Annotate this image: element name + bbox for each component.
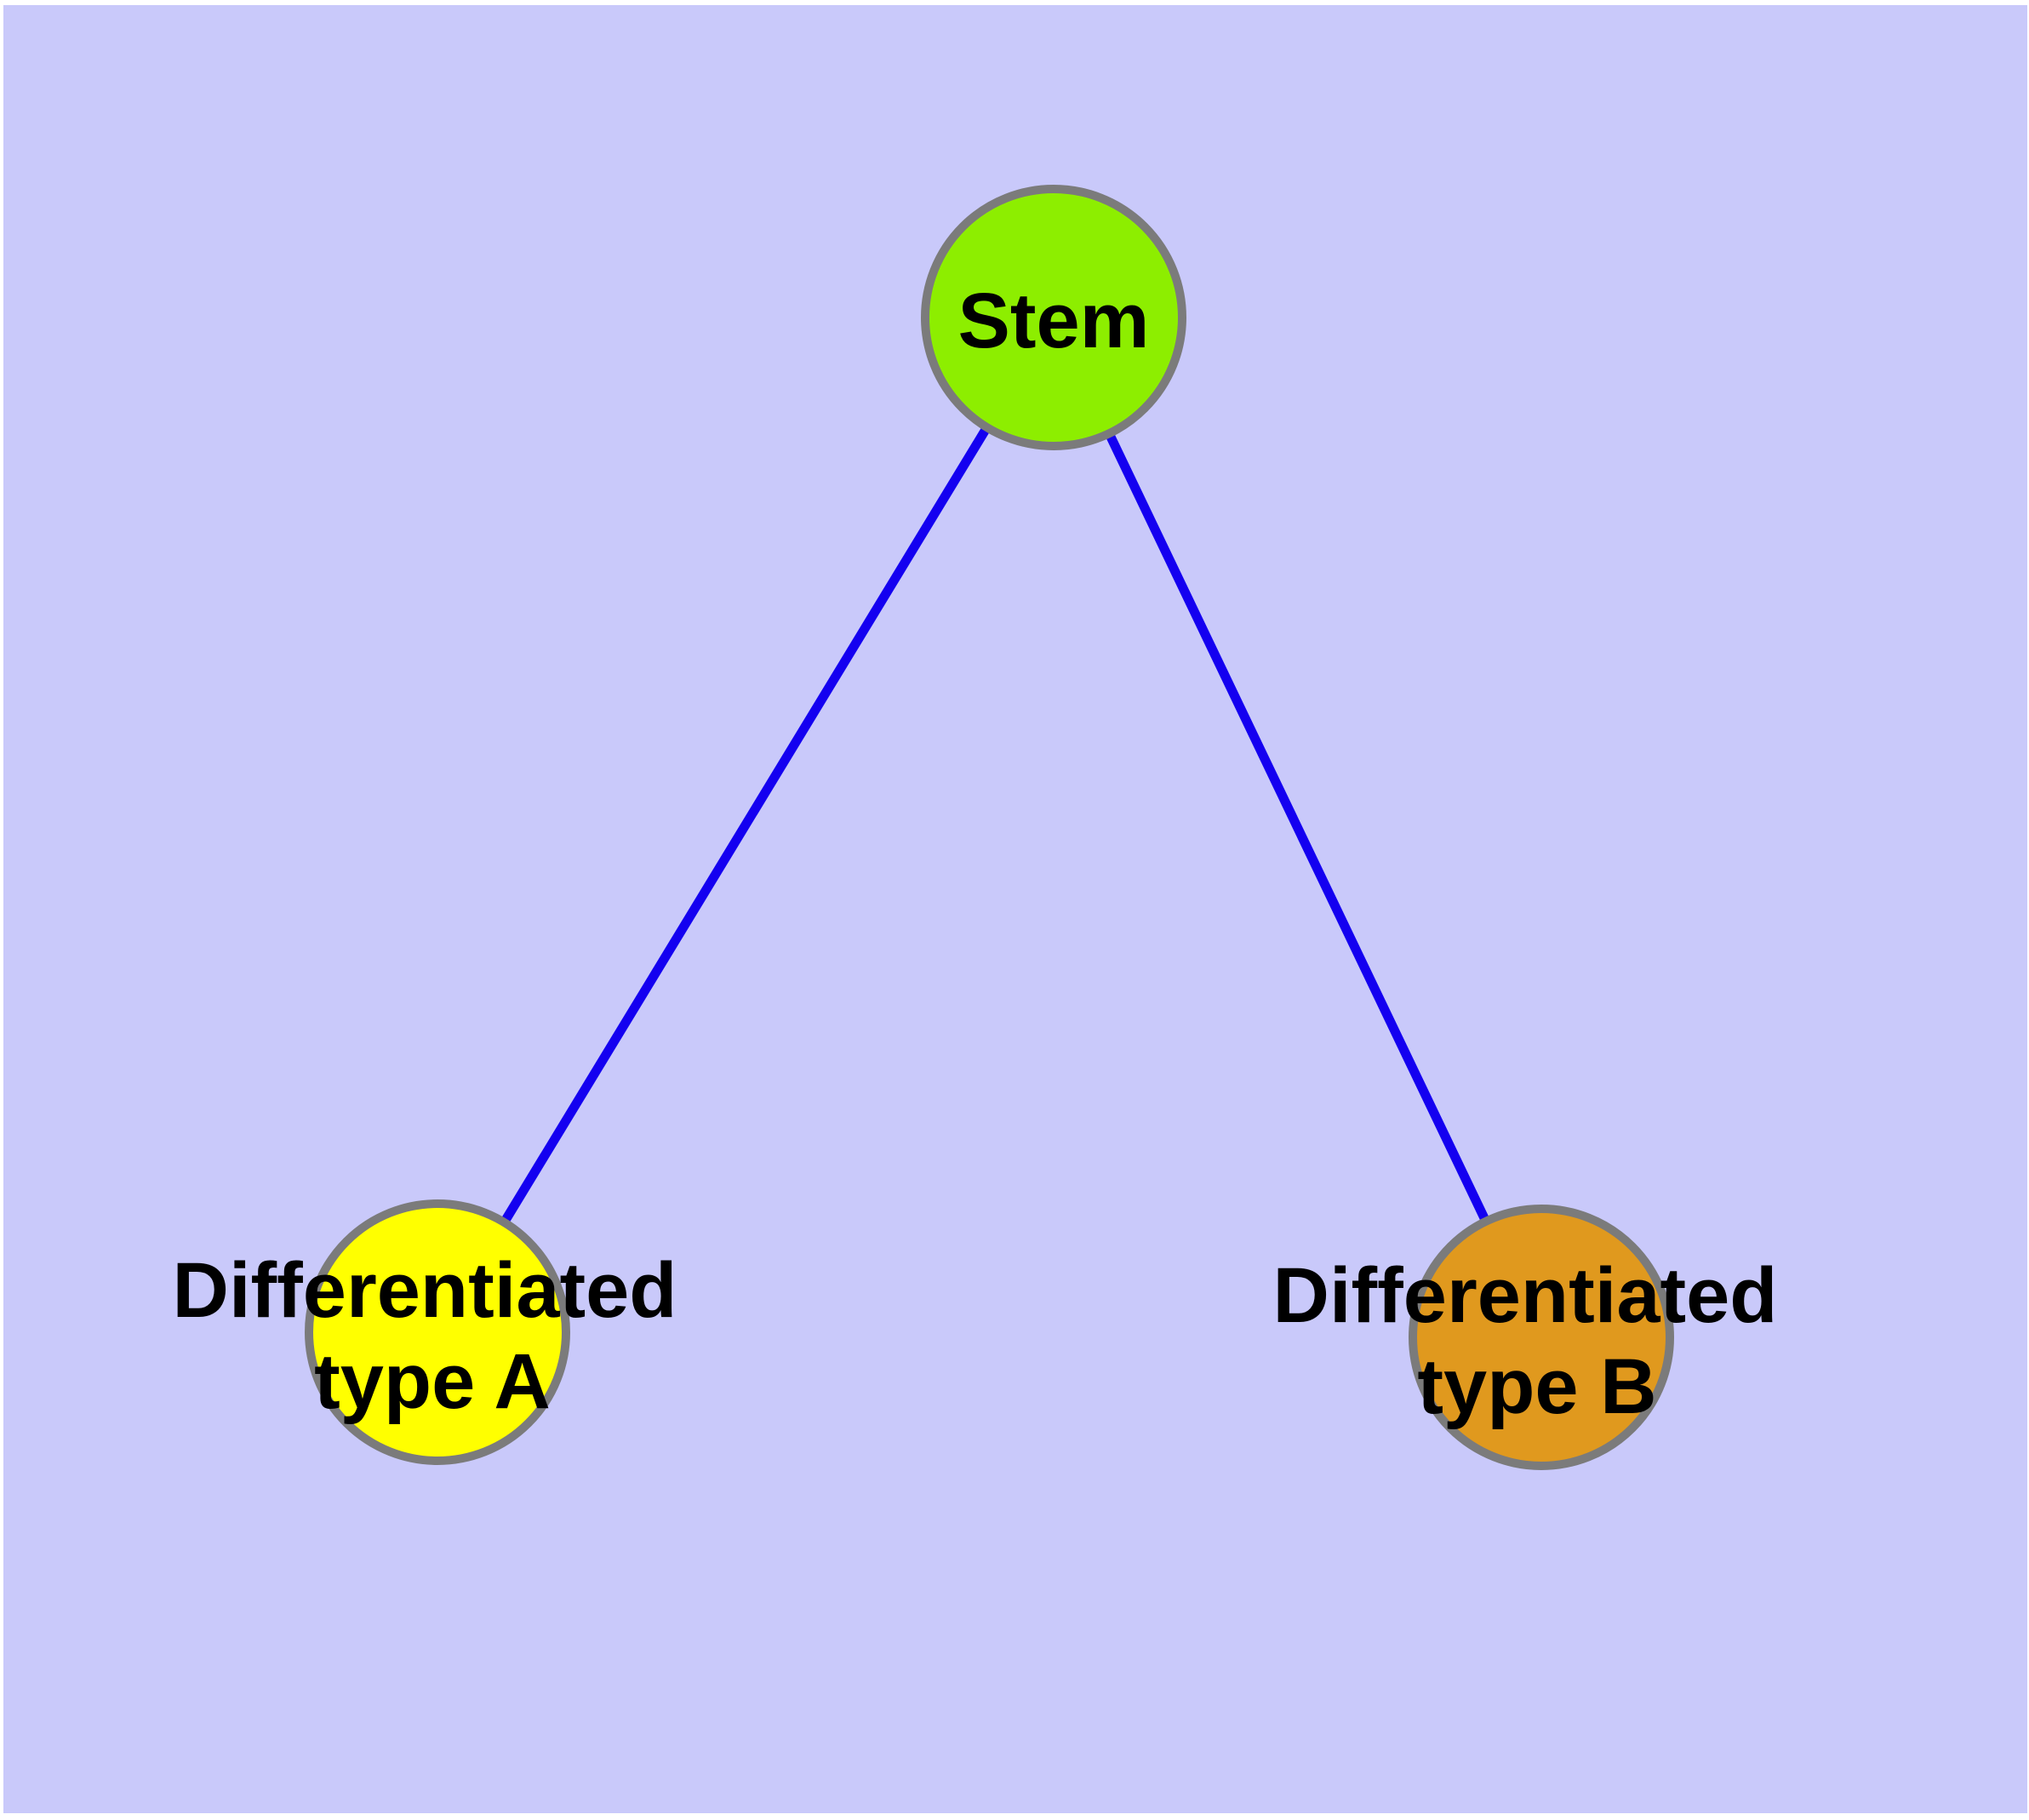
edge-stem-to-type-a xyxy=(433,315,1058,1335)
type-b-node-label-line1: Differentiated xyxy=(1273,1252,1778,1339)
type-a-node-circle xyxy=(305,1199,570,1465)
type-b-node-label-line2: type B xyxy=(1417,1343,1656,1430)
type-a-node-label-line1: Differentiated xyxy=(173,1247,677,1334)
stem-node-label: Stem xyxy=(958,278,1150,364)
node-stem: Stem xyxy=(921,185,1186,450)
edge-group xyxy=(433,315,1546,1340)
node-type-a: Differentiated type A xyxy=(173,1199,677,1465)
type-a-node-label-line2: type A xyxy=(314,1338,551,1425)
node-type-b: Differentiated type B xyxy=(1273,1205,1778,1470)
stem-node-circle xyxy=(921,185,1186,450)
edge-stem-to-type-b xyxy=(1049,315,1546,1340)
type-b-node-circle xyxy=(1409,1205,1674,1470)
